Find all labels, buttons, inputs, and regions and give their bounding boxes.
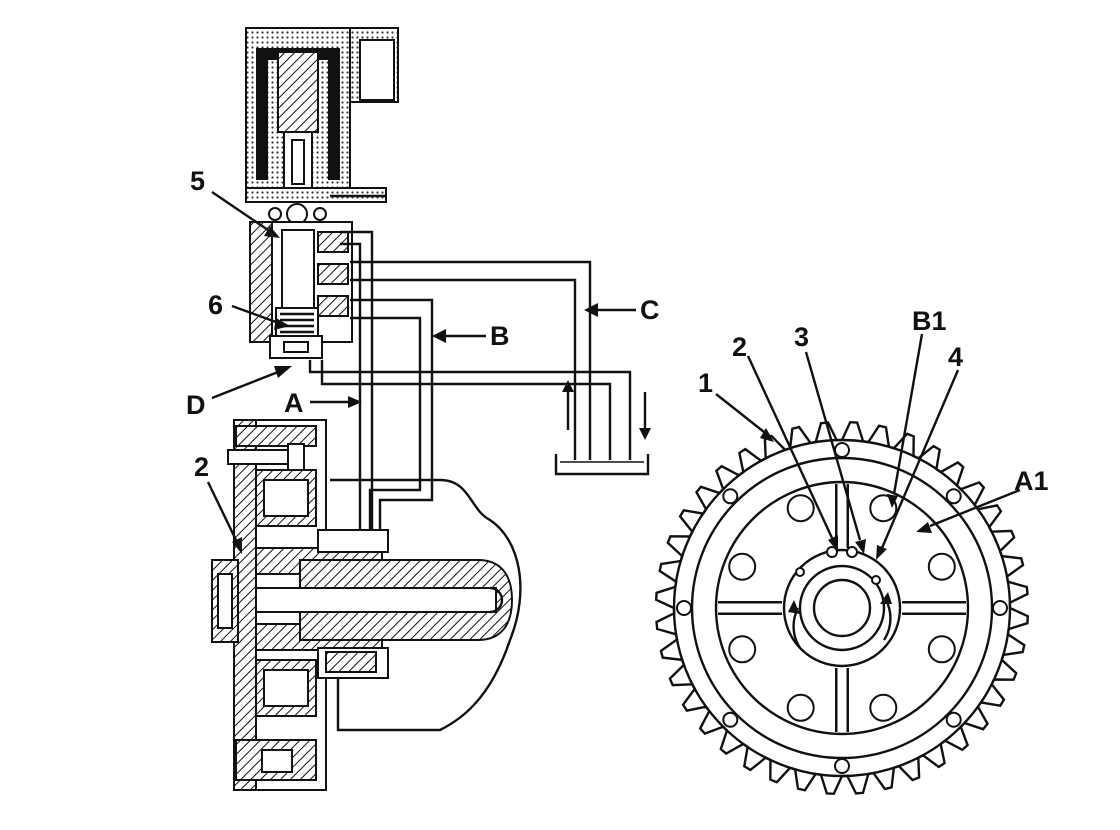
label-right-3: 3	[794, 322, 809, 352]
camshaft-phaser-section	[211, 419, 522, 791]
sprocket-front-view	[654, 420, 1030, 796]
sprocket-bolt-hole	[676, 600, 692, 616]
sprocket-hole	[927, 635, 956, 664]
sprocket-bolt-hole	[992, 600, 1008, 616]
label-4: 4	[948, 342, 963, 372]
label-c: C	[640, 295, 660, 325]
label-right-1: 1	[698, 368, 713, 398]
solenoid-valve	[245, 27, 399, 359]
sprocket-hole	[728, 552, 757, 581]
sprocket-bolt-hole	[945, 488, 962, 505]
oil-passages	[308, 230, 651, 560]
label-a1: A1	[1014, 466, 1049, 496]
sprocket-bolt-hole	[834, 442, 850, 458]
sprocket-hole	[728, 635, 757, 664]
sprocket-hole	[927, 552, 956, 581]
label-b: B	[490, 321, 510, 351]
sprocket-bolt-hole	[722, 488, 739, 505]
sprocket-bolt-hole	[945, 711, 962, 728]
sprocket-hole	[869, 693, 898, 722]
label-b1: B1	[912, 306, 947, 336]
phaser-vanes	[718, 484, 966, 732]
label-6: 6	[208, 290, 223, 320]
sprocket-holes	[676, 442, 1008, 774]
sprocket-hole	[786, 494, 815, 523]
label-right-2: 2	[732, 332, 747, 362]
label-d: D	[186, 390, 206, 420]
label-a: A	[284, 388, 304, 418]
label-left-2: 2	[194, 452, 209, 482]
leader-lines	[206, 191, 1021, 560]
sprocket-bolt-hole	[834, 758, 850, 774]
sprocket-hole	[786, 693, 815, 722]
sprocket-bolt-hole	[722, 711, 739, 728]
label-5: 5	[190, 166, 205, 196]
